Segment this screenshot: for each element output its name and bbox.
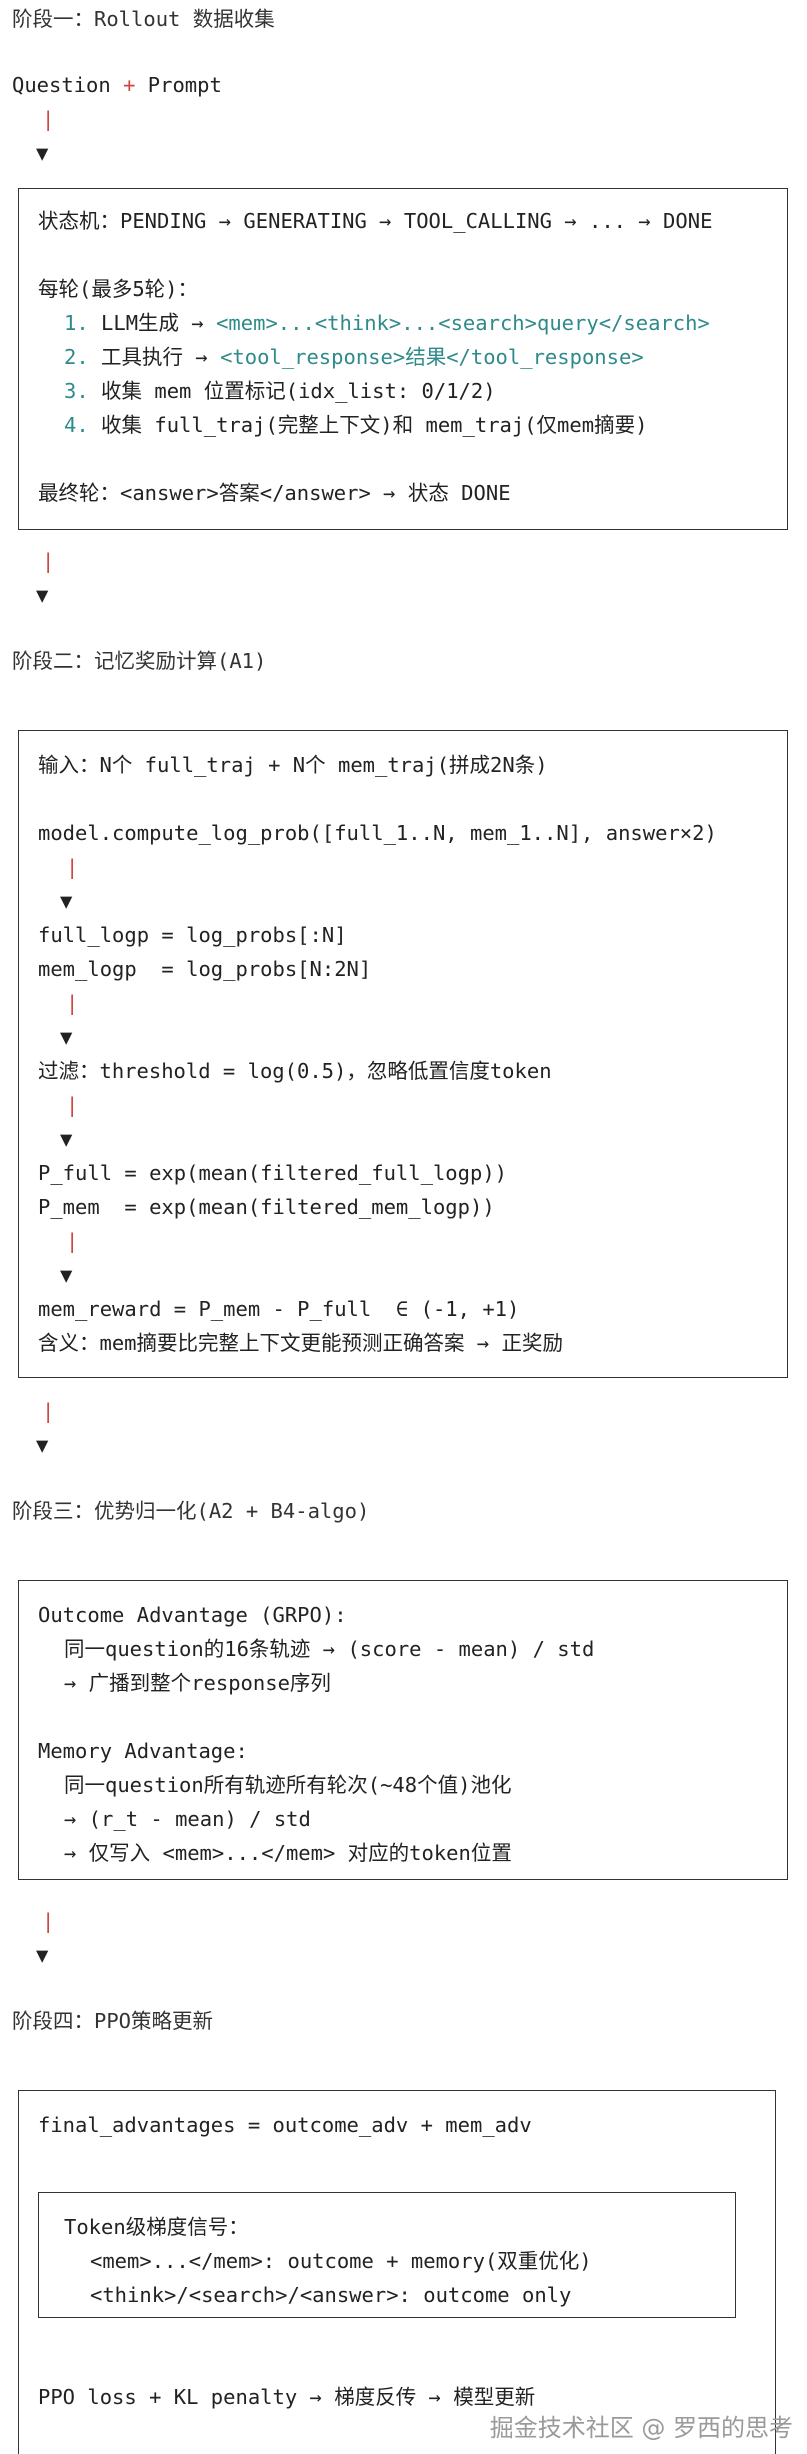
down-arrow-icon: ▼	[60, 1025, 73, 1049]
flow-connector: |	[42, 1399, 55, 1423]
token-gradient-line-2: <think>/<search>/<answer>: outcome only	[90, 2283, 572, 2307]
final-round-line: 最终轮：<answer>答案</answer> → 状态 DONE	[38, 481, 511, 505]
prompt-label: Prompt	[147, 73, 222, 97]
memory-advantage-title: Memory Advantage:	[38, 1739, 248, 1763]
stage4-title: 阶段四：PPO策略更新	[12, 2009, 214, 2033]
step-4: 4. 收集 full_traj(完整上下文)和 mem_traj(仅mem摘要)	[64, 413, 648, 437]
compute-log-prob-line: model.compute_log_prob([full_1..N, mem_1…	[38, 821, 717, 845]
step-2: 2. 工具执行 → <tool_response>结果</tool_respon…	[64, 345, 644, 369]
step-3: 3. 收集 mem 位置标记(idx_list: 0/1/2)	[64, 379, 496, 403]
step-1: 1. LLM生成 → <mem>...<think>...<search>que…	[64, 311, 710, 335]
token-gradient-title: Token级梯度信号：	[64, 2215, 249, 2239]
flow-connector: |	[42, 1909, 55, 1933]
flow-connector: |	[66, 855, 79, 879]
down-arrow-icon: ▼	[60, 1263, 73, 1287]
flow-connector: |	[66, 991, 79, 1015]
stage3-title: 阶段三：优势归一化(A2 + B4-algo)	[12, 1499, 370, 1523]
outcome-advantage-title: Outcome Advantage (GRPO):	[38, 1603, 347, 1627]
mem-logp-line: mem_logp = log_probs[N:2N]	[38, 957, 372, 981]
flow-connector: |	[42, 549, 55, 573]
stage1-input-line: Question + Prompt	[12, 73, 222, 97]
mem-reward-line: mem_reward = P_mem - P_full ∈ (-1, +1)	[38, 1297, 520, 1321]
input-line: 输入：N个 full_traj + N个 mem_traj(拼成2N条)	[38, 753, 548, 777]
outcome-advantage-line-1: 同一question的16条轨迹 → (score - mean) / std	[64, 1637, 595, 1661]
stage4-box	[18, 2090, 776, 2454]
down-arrow-icon: ▼	[36, 583, 49, 607]
final-advantages-line: final_advantages = outcome_adv + mem_adv	[38, 2113, 532, 2137]
stage1-box	[18, 188, 788, 530]
flow-connector: |	[42, 107, 55, 131]
down-arrow-icon: ▼	[36, 1943, 49, 1967]
state-machine-line: 状态机：PENDING → GENERATING → TOOL_CALLING …	[38, 209, 713, 233]
filter-line: 过滤：threshold = log(0.5)，忽略低置信度token	[38, 1059, 552, 1083]
p-full-line: P_full = exp(mean(filtered_full_logp))	[38, 1161, 507, 1185]
token-gradient-line-1: <mem>...</mem>: outcome + memory(双重优化)	[90, 2249, 592, 2273]
down-arrow-icon: ▼	[36, 141, 49, 165]
outcome-advantage-line-2: → 广播到整个response序列	[64, 1671, 331, 1695]
token-gradient-box	[38, 2192, 736, 2318]
ppo-update-line: PPO loss + KL penalty → 梯度反传 → 模型更新	[38, 2385, 536, 2409]
down-arrow-icon: ▼	[36, 1433, 49, 1457]
watermark: 掘金技术社区 @ 罗西的思考	[489, 2414, 793, 2442]
down-arrow-icon: ▼	[60, 1127, 73, 1151]
stage1-title: 阶段一：Rollout 数据收集	[12, 7, 275, 31]
memory-advantage-line-2: → (r_t - mean) / std	[64, 1807, 311, 1831]
p-mem-line: P_mem = exp(mean(filtered_mem_logp))	[38, 1195, 495, 1219]
memory-advantage-line-3: → 仅写入 <mem>...</mem> 对应的token位置	[64, 1841, 512, 1865]
down-arrow-icon: ▼	[60, 889, 73, 913]
loop-title: 每轮(最多5轮)：	[38, 277, 199, 301]
meaning-line: 含义：mem摘要比完整上下文更能预测正确答案 → 正奖励	[38, 1331, 564, 1355]
question-label: Question	[12, 73, 111, 97]
stage3-box	[18, 1580, 788, 1880]
memory-advantage-line-1: 同一question所有轨迹所有轮次(~48个值)池化	[64, 1773, 512, 1797]
full-logp-line: full_logp = log_probs[:N]	[38, 923, 347, 947]
stage2-title: 阶段二：记忆奖励计算(A1)	[12, 649, 267, 673]
flow-connector: |	[66, 1093, 79, 1117]
stage2-box	[18, 730, 788, 1378]
flow-connector: |	[66, 1229, 79, 1253]
